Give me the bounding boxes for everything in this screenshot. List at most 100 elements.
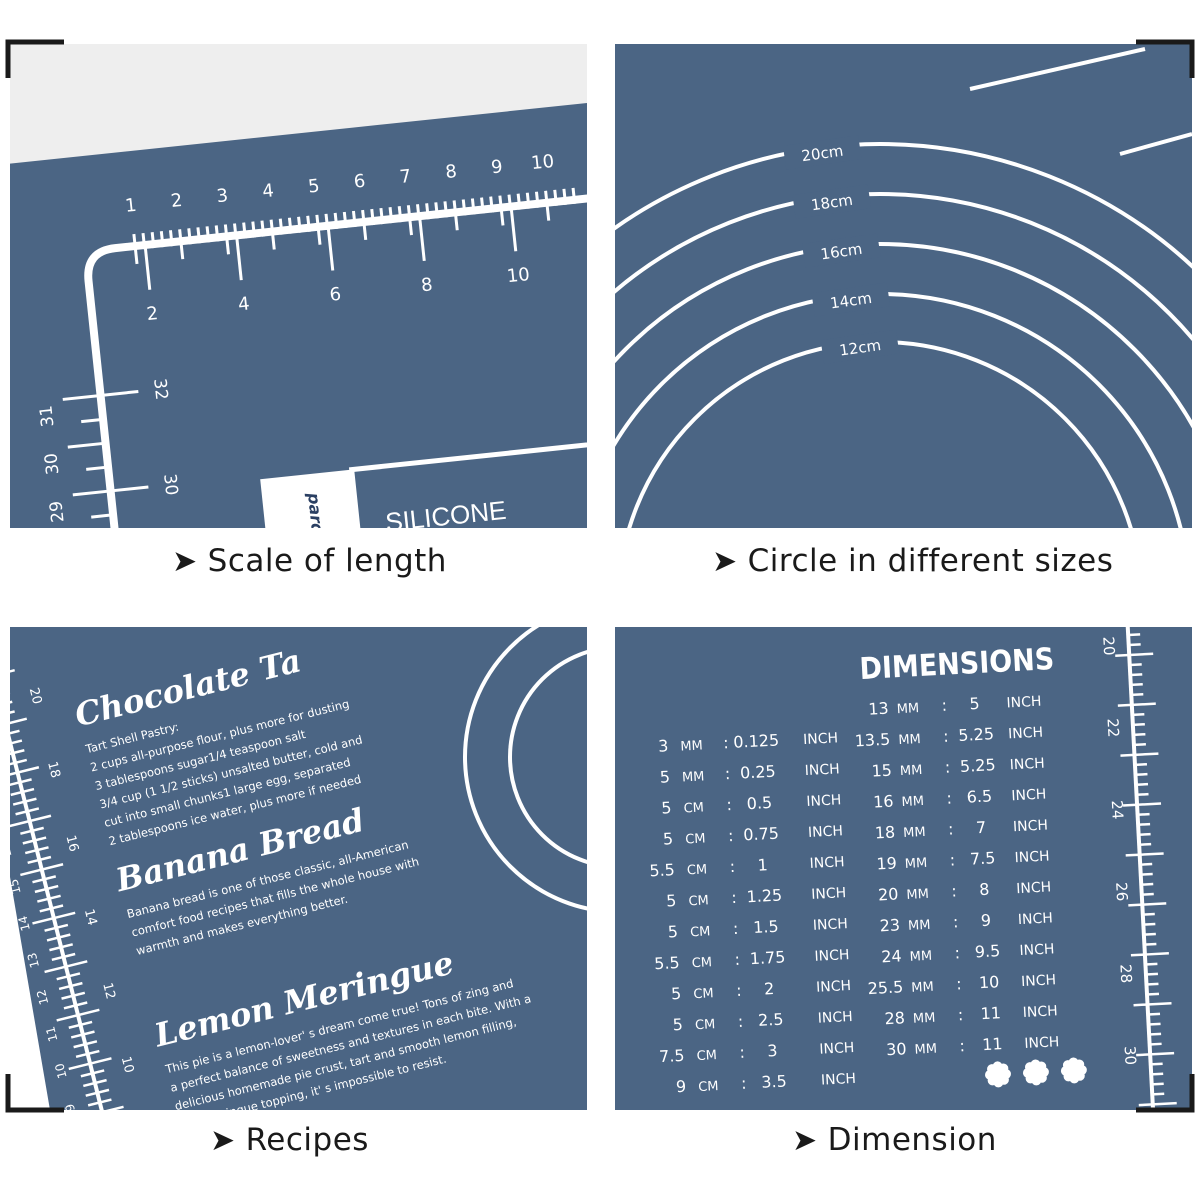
ruler-tick	[34, 884, 59, 894]
dimension-left-inch-unit: INCH	[814, 947, 850, 965]
dimension-left-value: 9	[676, 1077, 687, 1097]
ruler-tick	[85, 1088, 110, 1097]
ruler-tick	[342, 211, 348, 229]
ruler-tick	[1146, 982, 1159, 986]
ruler-tick	[82, 1078, 107, 1088]
dimension-right-value: 24	[881, 946, 902, 966]
dimension-left-value: 5	[661, 798, 672, 818]
circle-guide	[463, 627, 587, 911]
dimension-left-inch-unit: INCH	[806, 792, 842, 810]
ruler-number: 1	[124, 195, 138, 217]
ruler-tick	[1117, 703, 1132, 707]
dimension-left-inch-value: 3	[767, 1041, 778, 1061]
dimension-left-inch-unit: INCH	[816, 978, 852, 996]
flower-center	[1029, 1066, 1042, 1079]
ruler-tick	[1136, 802, 1162, 807]
ruler-tick	[80, 1069, 105, 1078]
ruler-tick	[58, 981, 83, 991]
ruler-number: 10	[530, 151, 555, 174]
corner-bracket-top-left	[5, 39, 64, 78]
dimension-right-separator: :	[944, 758, 950, 777]
circle-label-gap	[802, 233, 881, 268]
mat-border-line	[84, 190, 587, 528]
circle-size-label: 18cm	[810, 191, 854, 215]
dimension-right-value: 15	[871, 761, 892, 781]
circle-label-gap	[782, 135, 862, 170]
dimension-left-inch-value: 0.75	[743, 824, 780, 845]
ruler-tick	[20, 826, 44, 835]
ruler-number: 20	[1099, 636, 1118, 656]
circle-size-label: 16cm	[819, 240, 863, 264]
corner-bracket-top-right	[1136, 39, 1195, 78]
ruler-tick	[10, 729, 20, 738]
dimension-right-unit: MM	[913, 1011, 936, 1027]
dimension-right-inch-value: 10	[978, 972, 999, 992]
corner-bracket-bottom-right	[1136, 1074, 1195, 1113]
dimension-left-inch-value: 0.125	[733, 730, 780, 751]
ruler-tick	[67, 441, 106, 449]
ruler-tick	[1152, 1101, 1177, 1106]
dimension-left-unit: CM	[696, 1048, 717, 1064]
dimension-left-separator: :	[728, 826, 734, 845]
circle-size-label: 20cm	[800, 142, 844, 166]
dimension-right-inch-unit: INCH	[1006, 694, 1042, 712]
ruler-tick	[159, 231, 165, 248]
ruler-number: 14	[81, 907, 100, 927]
dimension-right-inch-unit: INCH	[1024, 1034, 1060, 1052]
ruler-tick	[1140, 862, 1153, 866]
dimension-right-separator: :	[952, 912, 958, 931]
ruler-number: 2	[146, 303, 160, 325]
ruler-tick	[73, 1040, 98, 1049]
ruler-tick	[1136, 1053, 1151, 1057]
ruler-number: 12	[34, 988, 51, 1006]
dimension-left-unit: CM	[688, 893, 709, 909]
ruler-tick	[1138, 832, 1151, 836]
dimension-left-separator: :	[734, 950, 740, 969]
ruler-tick	[72, 489, 111, 497]
dimension-right-inch-unit: INCH	[1022, 1003, 1058, 1021]
dimension-right-unit: MM	[911, 980, 934, 996]
ruler-tick	[10, 778, 32, 787]
ruler-tick	[1129, 652, 1154, 657]
ruler-number: 13	[25, 951, 42, 969]
ruler-tick	[1130, 683, 1143, 687]
dimension-left-unit: CM	[690, 924, 711, 940]
ruler-tick	[1128, 643, 1141, 647]
ruler-tick	[489, 196, 494, 213]
ruler-number: 16	[63, 834, 82, 854]
ruler-number: 4	[261, 180, 275, 202]
ruler-tick	[1143, 932, 1156, 936]
ruler-tick	[1137, 812, 1150, 817]
brand-label-box	[260, 469, 364, 528]
caption-dimension: ➤Dimension	[792, 1122, 997, 1158]
ruler-tick	[196, 227, 202, 244]
ruler-tick	[480, 197, 485, 214]
ruler-number: 29	[46, 500, 68, 524]
ruler-tick	[56, 1008, 100, 1022]
ruler-tick	[379, 207, 385, 225]
ruler-tick	[1132, 723, 1145, 727]
ruler-tick	[187, 228, 192, 245]
ruler-tick	[1128, 903, 1143, 907]
ruler-number: 6	[329, 284, 343, 306]
ruler-tick	[15, 807, 40, 816]
ruler-tick	[1134, 752, 1159, 757]
ruler-number: 20	[26, 686, 45, 706]
ruler-tick	[278, 218, 284, 235]
ruler-tick	[87, 1098, 112, 1107]
dimension-right-unit: MM	[901, 794, 924, 810]
scale-of-length-panel: 12345678910246810313029283230pardSILICON…	[10, 44, 587, 528]
ruler-tick	[32, 911, 76, 925]
flower-center	[991, 1068, 1004, 1081]
dimension-left-value: 5	[672, 1015, 683, 1035]
ruler-tick	[1120, 753, 1135, 757]
dimension-right-value: 30	[886, 1039, 907, 1059]
ruler-tick	[1115, 653, 1130, 657]
ruler-number: 10	[506, 264, 531, 287]
ruler-tick	[498, 195, 505, 226]
dimension-right-inch-value: 6.5	[966, 786, 992, 806]
corner-guide-line	[969, 47, 1146, 91]
